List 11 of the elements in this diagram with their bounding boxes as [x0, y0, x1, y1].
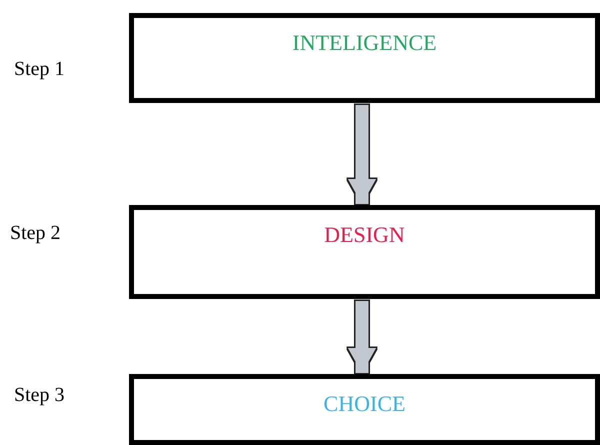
process-box	[129, 205, 600, 299]
down-arrow	[348, 105, 376, 204]
step-label: Step 1	[14, 58, 65, 81]
process-box	[129, 374, 600, 445]
down-arrow	[348, 301, 376, 373]
step-title: INTELIGENCE	[291, 30, 438, 56]
step-title: CHOICE	[322, 391, 406, 417]
step-label: Step 3	[14, 384, 65, 407]
step-title: DESIGN	[323, 222, 406, 248]
step-label: Step 2	[10, 222, 61, 245]
process-box	[129, 13, 600, 103]
